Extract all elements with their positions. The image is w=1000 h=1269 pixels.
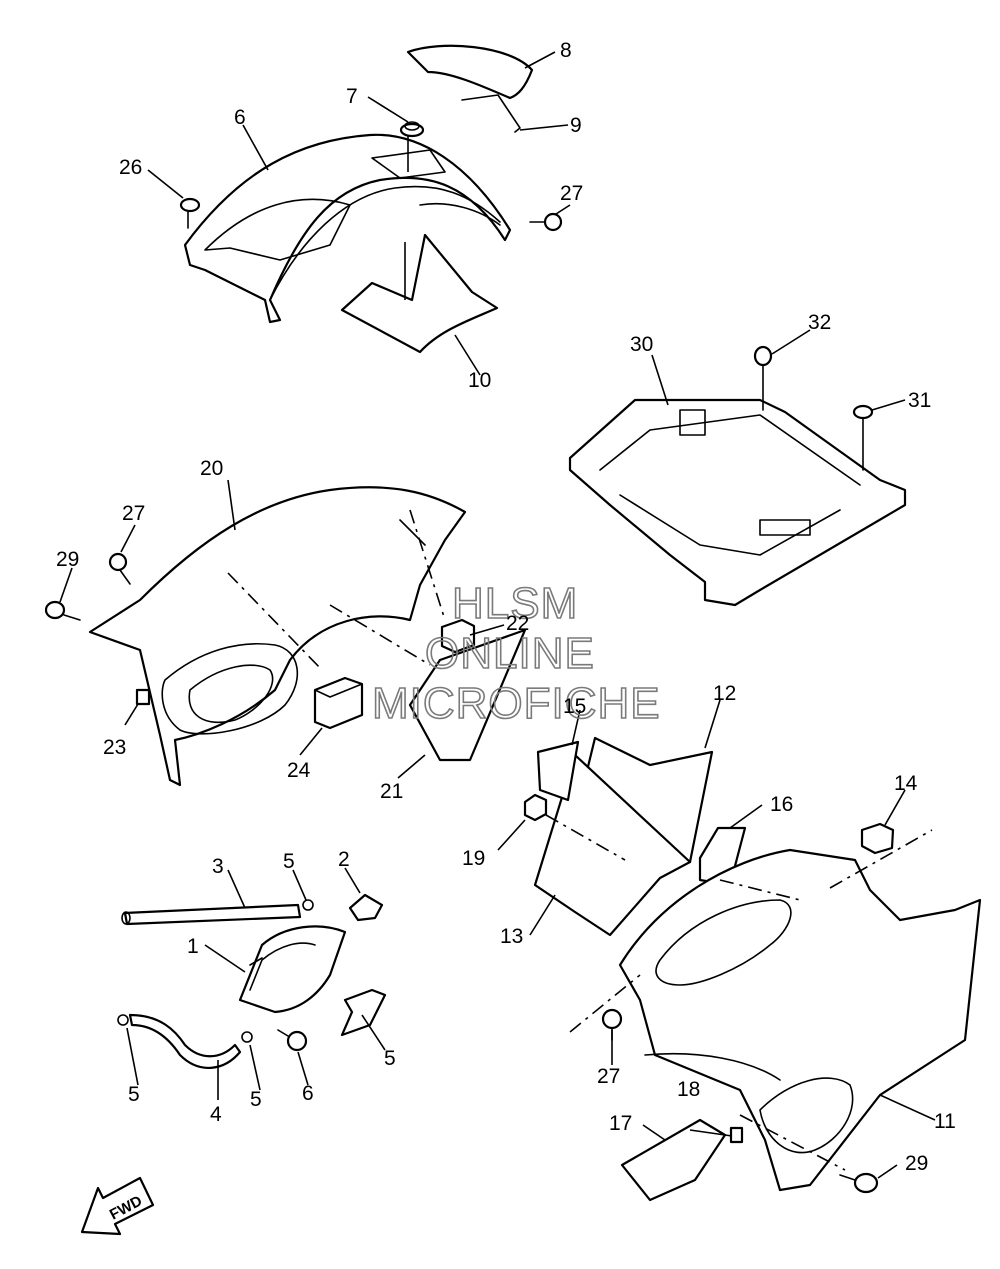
assembly-lines xyxy=(227,509,933,1171)
label-26: 24 xyxy=(287,759,311,782)
rear-fender-part xyxy=(183,133,512,324)
label-28: 26 xyxy=(119,156,142,179)
part-labels: 8 9 7 6 26 27 10 30 32 31 20 27 29 22 23… xyxy=(56,39,956,1175)
label-2: 2 xyxy=(338,848,350,871)
cap-2 xyxy=(348,893,384,922)
cushion-24 xyxy=(440,618,476,654)
label-30: 30 xyxy=(630,333,653,356)
label-19: 17 xyxy=(609,1112,632,1135)
fwd-arrow: FWD xyxy=(80,1176,155,1236)
watermark-line-2: ONLINE xyxy=(425,629,595,678)
label-13: 11 xyxy=(934,1110,956,1133)
label-5b: 5 xyxy=(128,1083,140,1106)
label-bolt-6: 6 xyxy=(302,1082,314,1105)
label-29-right: 29 xyxy=(905,1152,928,1175)
label-32: 32 xyxy=(808,311,831,334)
screw-28 xyxy=(179,197,201,229)
label-27-right: 27 xyxy=(597,1065,620,1088)
label-7-main: 5 xyxy=(384,1047,396,1070)
label-16: 14 xyxy=(894,772,918,795)
reflector-cover-part xyxy=(406,44,534,133)
label-10: 8 xyxy=(560,39,572,62)
label-8: 6 xyxy=(234,106,246,129)
label-11: 9 xyxy=(570,114,582,137)
nut-20 xyxy=(729,1126,744,1144)
cushion-26 xyxy=(313,676,364,730)
pad-19 xyxy=(620,1118,727,1202)
screw-29-left xyxy=(44,600,81,621)
label-1: 1 xyxy=(187,935,199,958)
label-9: 7 xyxy=(346,85,358,108)
plate-23 xyxy=(408,628,527,762)
label-20: 18 xyxy=(677,1078,700,1101)
clamp-5a xyxy=(302,899,314,911)
side-cover-right-part xyxy=(618,848,982,1192)
bracket-7 xyxy=(340,988,387,1037)
clip-32 xyxy=(753,345,773,411)
label-4: 4 xyxy=(210,1103,222,1126)
label-24: 22 xyxy=(506,612,529,635)
clamp-5c xyxy=(241,1031,253,1043)
label-18: 16 xyxy=(770,793,793,816)
label-21: 19 xyxy=(462,847,485,870)
pipe-3 xyxy=(121,903,302,926)
label-5a: 5 xyxy=(283,850,295,873)
label-23: 21 xyxy=(380,780,403,803)
pad-16 xyxy=(860,822,895,855)
label-25: 23 xyxy=(103,736,126,759)
clamp-5b xyxy=(117,1014,129,1026)
label-31: 31 xyxy=(908,389,931,412)
screw-27-mid xyxy=(108,552,131,585)
label-17: 15 xyxy=(563,695,586,718)
grommet-9 xyxy=(399,121,425,138)
reservoir-tank-1 xyxy=(238,925,347,1014)
screw-31 xyxy=(852,404,874,471)
label-22: 20 xyxy=(200,457,223,480)
label-27-mid: 27 xyxy=(122,502,145,525)
label-14: 12 xyxy=(713,682,736,705)
label-3: 3 xyxy=(212,855,224,878)
label-5-third: 5 xyxy=(250,1088,262,1111)
part-labels-extra: 6 xyxy=(302,1082,314,1105)
watermark: HLSM ONLINE MICROFICHE xyxy=(371,578,661,729)
pad-21 xyxy=(523,793,548,822)
screw-29-right xyxy=(839,1172,879,1194)
label-15: 13 xyxy=(500,925,523,948)
watermark-line-3: MICROFICHE xyxy=(372,679,661,728)
nut-25 xyxy=(135,688,151,706)
fender-pad-part xyxy=(340,233,499,354)
label-12: 10 xyxy=(468,369,491,392)
screw-27-top xyxy=(529,212,563,232)
label-29-left: 29 xyxy=(56,548,79,571)
side-cover-left-part xyxy=(88,486,467,787)
pad-17 xyxy=(536,740,580,802)
leader-lines xyxy=(59,51,936,1179)
hose-4 xyxy=(128,1013,242,1070)
watermark-line-1: HLSM xyxy=(452,579,578,628)
bracket-frame-part xyxy=(568,398,907,607)
label-27-top: 27 xyxy=(560,182,583,205)
bolt-6 xyxy=(277,1029,308,1052)
